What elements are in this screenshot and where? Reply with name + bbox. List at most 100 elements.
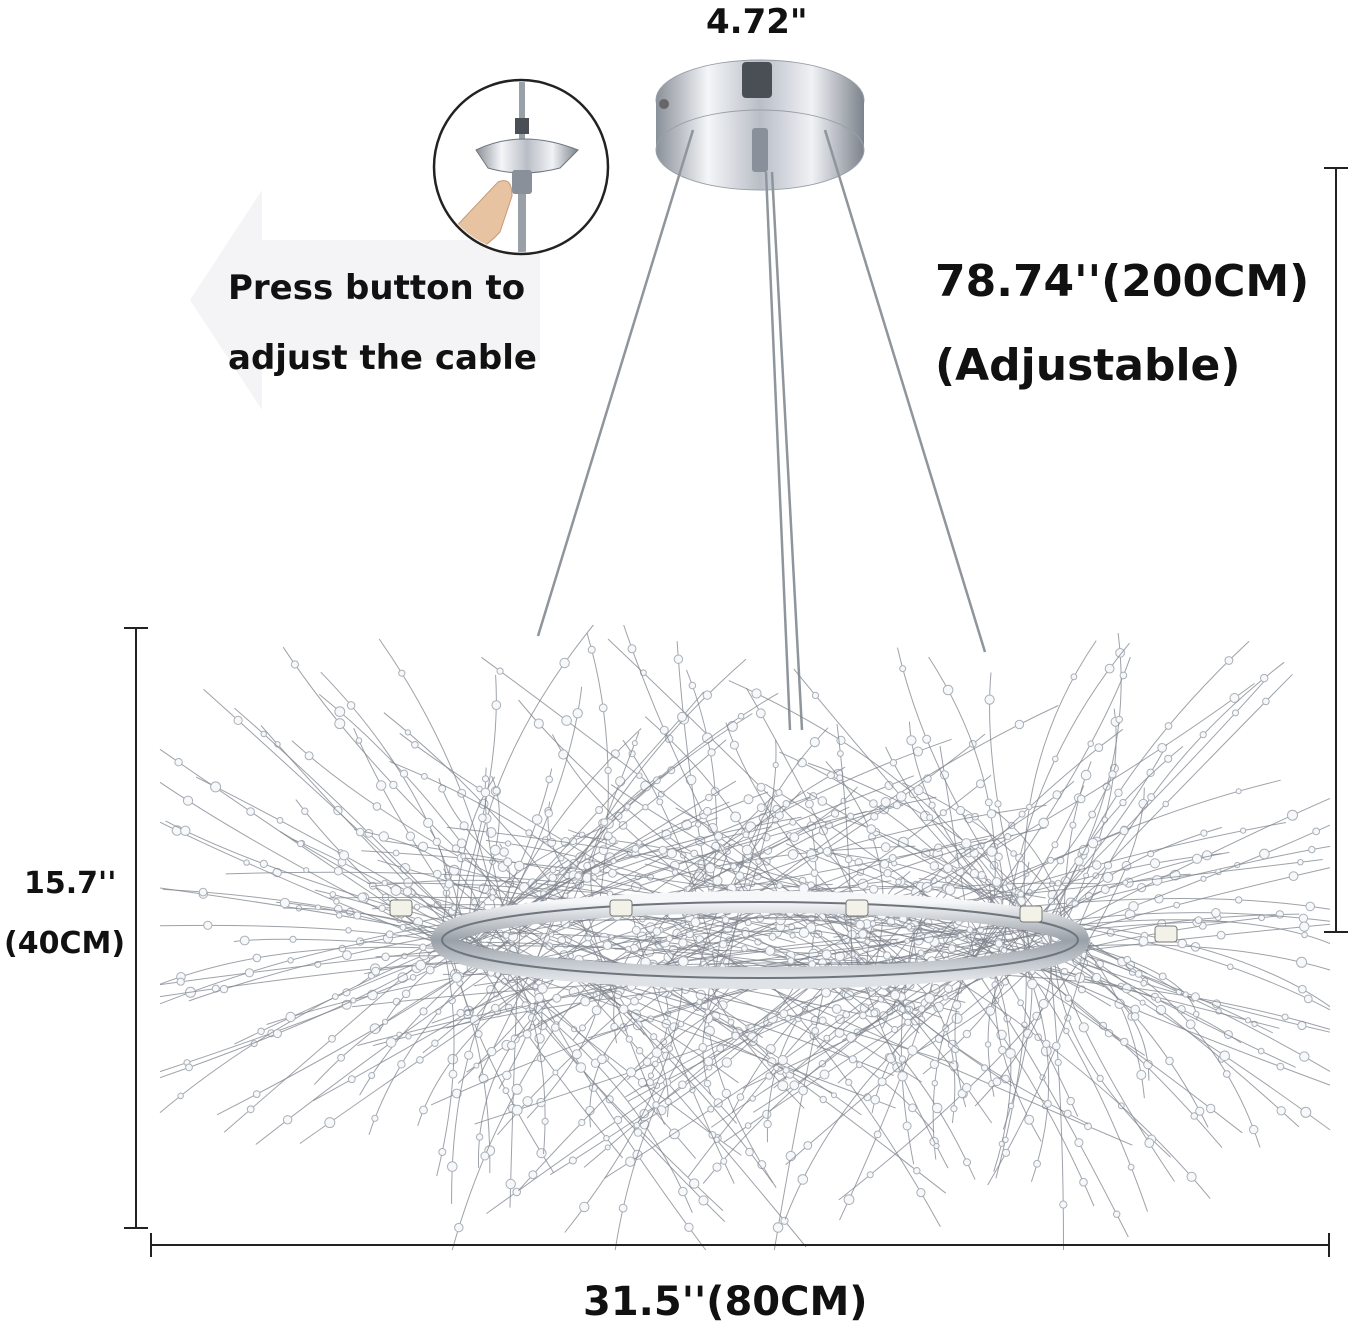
crystal-bead	[1059, 1200, 1068, 1209]
crystal-bead	[1276, 1062, 1285, 1071]
crystal-bead	[478, 901, 486, 909]
crystal-bead	[756, 782, 766, 792]
crystal-bead	[984, 1041, 992, 1048]
crystal-bead	[1005, 1048, 1016, 1059]
crystal-bead	[994, 800, 1002, 808]
crystal-bead	[604, 766, 612, 775]
crystal-bead	[688, 681, 697, 690]
crystal-bead	[845, 1078, 853, 1086]
crystal-wire	[674, 902, 893, 1028]
crystal-bead	[519, 882, 530, 893]
crystal-bead	[399, 923, 407, 931]
crystal-bead	[859, 1011, 867, 1020]
crystal-wire	[954, 917, 984, 1108]
crystal-bead	[1303, 994, 1313, 1004]
crystal-bead	[600, 818, 609, 827]
crystal-wire	[725, 722, 918, 972]
crystal-bead	[324, 1117, 336, 1129]
crystal-bead	[1297, 859, 1304, 866]
crystal-wire	[471, 956, 896, 1109]
crystal-bead	[1096, 1074, 1104, 1083]
crystal-bead	[489, 894, 496, 901]
crystal-bead	[899, 665, 907, 673]
crystal-bead	[998, 1045, 1007, 1055]
crystal-bead	[1001, 1148, 1011, 1157]
crystal-bead	[492, 786, 501, 795]
crystal-bead	[481, 775, 490, 783]
crystal-bead	[1054, 1058, 1062, 1067]
crystal-bead	[485, 827, 497, 838]
crystal-bead	[303, 867, 310, 874]
crystal-bead	[342, 950, 352, 960]
crystal-bead	[684, 1222, 694, 1233]
press-button-label-line2: adjust the cable	[228, 338, 537, 378]
crystal-bead	[647, 1072, 655, 1079]
crystal-bead	[450, 904, 458, 912]
crystal-bead	[821, 987, 831, 998]
crystal-bead	[571, 1026, 578, 1033]
crystal-bead	[1115, 715, 1123, 724]
crystal-bead	[1127, 1163, 1135, 1171]
crystal-bead	[1190, 992, 1200, 1002]
crystal-bead	[522, 1029, 532, 1039]
crystal-bead	[942, 684, 954, 696]
crystal-bead	[797, 757, 807, 768]
crystal-bead	[1305, 901, 1315, 912]
crystal-bead	[797, 1174, 809, 1185]
crystal-bead	[1139, 999, 1146, 1006]
crystal-bead	[772, 761, 779, 769]
crystal-bead	[1052, 1041, 1061, 1051]
crystal-bead	[371, 966, 381, 976]
crystal-wire	[804, 921, 1229, 979]
crystal-bead	[376, 780, 387, 791]
crystal-bead	[1288, 871, 1299, 881]
crystal-wire	[1054, 957, 1172, 1158]
crystal-bead	[1192, 1010, 1200, 1018]
crystal-bead	[489, 844, 501, 856]
crystal-bead	[568, 1156, 577, 1165]
crystal-bead	[818, 958, 827, 968]
crystal-bead	[947, 944, 957, 953]
crystal-bead	[480, 1151, 490, 1161]
crystal-wire	[568, 970, 669, 1118]
crystal-wire	[674, 806, 850, 904]
crystal-bead	[755, 858, 762, 865]
crystal-bead	[405, 831, 416, 841]
crystal-bead	[951, 1012, 963, 1024]
crystal-bead	[1074, 1138, 1084, 1148]
crystal-bead	[1070, 673, 1078, 681]
crystal-bead	[730, 862, 738, 870]
crystal-bead	[1182, 991, 1189, 998]
crystal-wire	[613, 902, 687, 1044]
crystal-wire	[1073, 661, 1285, 940]
crystal-bead	[469, 1015, 481, 1026]
crystal-bead	[846, 1032, 857, 1043]
crystal-bead	[331, 993, 339, 1000]
crystal-bead	[631, 925, 641, 935]
crystal-bead	[1199, 731, 1207, 739]
crystal-bead	[678, 1186, 688, 1197]
crystal-bead	[552, 993, 562, 1003]
crystal-bead	[603, 1135, 610, 1142]
crystal-bead	[873, 1130, 882, 1139]
crystal-bead	[604, 1144, 611, 1151]
crystal-bead	[1066, 1096, 1075, 1106]
crystal-wire	[795, 915, 1009, 958]
crystal-bead	[559, 657, 570, 669]
crystal-bead	[836, 735, 846, 746]
crystal-wire	[893, 682, 1255, 906]
crystal-bead	[1155, 1004, 1167, 1016]
crystal-bead	[805, 799, 814, 809]
crystal-bead	[689, 1178, 700, 1189]
crystal-bead	[1063, 1109, 1072, 1118]
crystal-bead	[491, 700, 502, 710]
crystal-bead	[580, 996, 591, 1007]
crystal-bead	[338, 850, 350, 861]
crystal-bead	[1219, 1050, 1230, 1062]
crystal-bead	[834, 1027, 845, 1038]
crystal-bead	[714, 831, 723, 841]
crystal-bead	[401, 989, 411, 999]
crystal-bead	[837, 750, 844, 757]
crystal-bead	[511, 1083, 523, 1095]
crystal-bead	[1281, 1013, 1289, 1021]
